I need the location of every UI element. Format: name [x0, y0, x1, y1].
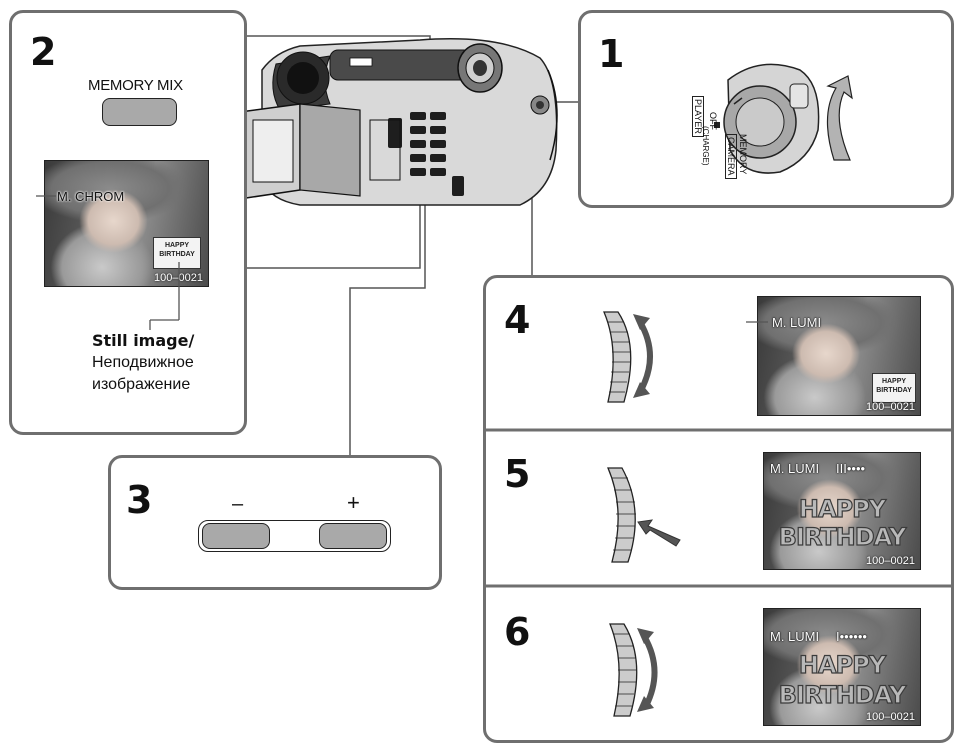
step-number-3: 3 — [126, 478, 153, 522]
step-number-1: 1 — [598, 32, 625, 76]
osd-mode-label: M. LUMI — [770, 629, 820, 644]
plus-label: + — [347, 490, 360, 515]
caption-russian-line-2: изображение — [92, 376, 191, 393]
osd-level-indicator: III•••• — [836, 461, 866, 476]
osd-mode-label: M. LUMI — [770, 461, 820, 476]
step-number-6: 6 — [504, 610, 531, 654]
stamp-line-1: HAPPY — [164, 242, 190, 249]
step-number-5: 5 — [504, 452, 531, 496]
minus-button[interactable] — [202, 523, 270, 549]
step-number-2: 2 — [30, 30, 57, 74]
osd-mode-label: M. CHROM — [57, 189, 125, 204]
birthday-big-line-1: HAPPY — [798, 650, 886, 679]
memory-mix-label: MEMORY MIX — [88, 77, 183, 94]
preview-step-5: M. LUMI III•••• HAPPY BIRTHDAY 100–0021 — [763, 452, 921, 570]
plus-button[interactable] — [319, 523, 387, 549]
minus-label: – — [232, 493, 244, 515]
birthday-stamp: HAPPY BIRTHDAY — [153, 237, 201, 269]
preview-step-4: M. LUMI HAPPY BIRTHDAY 100–0021 — [757, 296, 921, 416]
still-image-preview: M. CHROM HAPPY BIRTHDAY 100–0021 — [44, 160, 209, 287]
step-number-4: 4 — [504, 298, 531, 342]
osd-level-indicator: I•••••• — [836, 629, 867, 644]
osd-mode-label: M. LUMI — [772, 315, 822, 330]
frame-counter: 100–0021 — [866, 711, 915, 723]
preview-step-6: M. LUMI I•••••• HAPPY BIRTHDAY 100–0021 — [763, 608, 921, 726]
stamp-line-1: HAPPY — [881, 378, 907, 385]
frame-counter: 100–0021 — [866, 401, 915, 413]
memory-mix-button[interactable] — [102, 98, 177, 126]
caption-russian-line-1: Неподвижное — [92, 354, 194, 371]
birthday-big-line-2: BIRTHDAY — [778, 680, 907, 709]
stamp-line-2: BIRTHDAY — [876, 387, 912, 394]
birthday-stamp: HAPPY BIRTHDAY — [872, 373, 916, 403]
birthday-big-line-1: HAPPY — [798, 494, 886, 523]
caption-still-image: Still image/ — [92, 331, 195, 350]
birthday-big-line-2: BIRTHDAY — [778, 522, 907, 551]
frame-counter: 100–0021 — [866, 555, 915, 567]
stamp-line-2: BIRTHDAY — [159, 251, 195, 258]
